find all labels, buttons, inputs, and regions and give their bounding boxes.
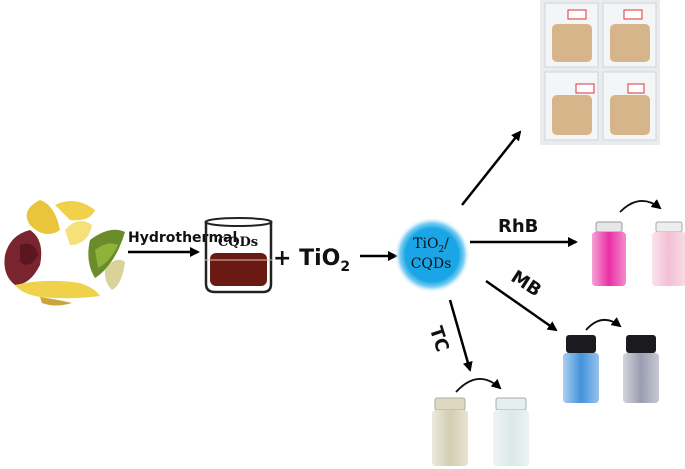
tc-change-arrow [455, 378, 502, 393]
rhb-label: RhB [498, 216, 538, 237]
banana-peels-image [4, 200, 125, 306]
arrow-to-mb [485, 279, 558, 332]
plus-tio2-label: + TiO2 [273, 246, 350, 275]
sphere-label-bottom: CQDs [411, 256, 452, 272]
rhb-vials [592, 199, 685, 286]
hydrothermal-label: Hydrothermal [128, 230, 237, 246]
mb-vials [563, 317, 659, 403]
rhb-change-arrow [619, 199, 662, 213]
mb-label: MB [507, 266, 545, 301]
tiles-photo [540, 0, 660, 145]
arrow-to-tc [448, 299, 473, 372]
cqds-label: CQDs [218, 235, 258, 250]
sphere-label-top: TiO2/ [413, 236, 449, 255]
tc-label: TC [425, 324, 453, 355]
tio2-cqds-sphere: TiO2/ CQDs [394, 217, 470, 293]
mb-change-arrow [585, 317, 622, 331]
arrow-to-tiles [461, 130, 522, 206]
cqds-beaker: CQDs [204, 217, 273, 294]
tc-vials [432, 378, 529, 466]
